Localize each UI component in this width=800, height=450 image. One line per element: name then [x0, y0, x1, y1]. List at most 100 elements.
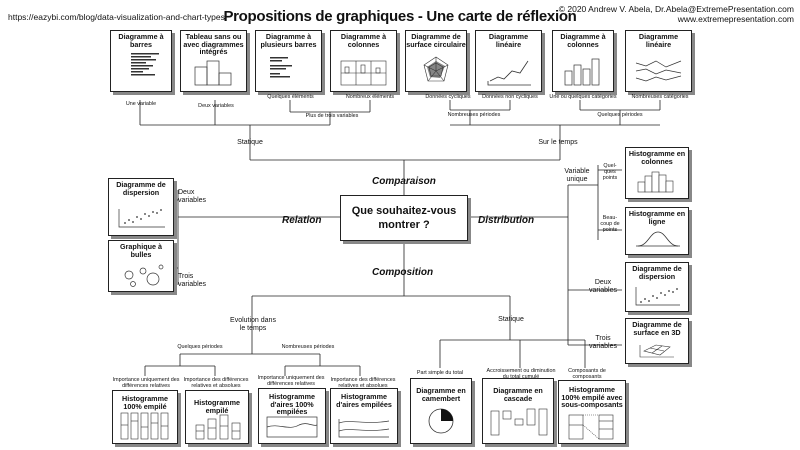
card-bubble-chart: Graphique à bulles: [108, 240, 174, 292]
label-one-few-categories: Une ou quelques catégories: [549, 94, 617, 100]
card-stacked-subcomponents: Histogramme 100% empilé avec sous-compos…: [558, 380, 626, 444]
card-title: Histogramme 100% empilé: [122, 394, 168, 411]
card-title: Diagramme de dispersion: [632, 264, 682, 281]
label-one-variable: Une variable: [125, 101, 157, 107]
card-title: Histogramme en colonnes: [628, 149, 686, 166]
card-title: Histogramme en ligne: [628, 209, 686, 226]
stacked-area-100-icon: [266, 416, 318, 438]
label-few-periods: Quelques périodes: [597, 112, 643, 118]
stacked-subcomponents-icon: [568, 414, 614, 440]
multi-line-icon: [635, 60, 682, 82]
scatter-icon: [635, 287, 680, 306]
card-100-stacked-column: Histogramme 100% empilé: [112, 390, 178, 444]
label-many-items: Nombreux éléments: [345, 94, 395, 100]
copyright-block: © 2020 Andrew V. Abela, Dr.Abela@Extreme…: [559, 4, 794, 24]
label-non-cyclic: Données non cycliques: [482, 94, 538, 100]
card-title: Diagramme à colonnes: [340, 32, 387, 49]
3d-surface-icon: [639, 344, 674, 358]
label-accumulation: Accroissement ou diminution du total cum…: [486, 368, 556, 380]
card-title: Tableau sans ou avec diagrammes intégrés: [183, 32, 244, 57]
category-distribution: Distribution: [478, 215, 535, 226]
card-title: Diagramme linéaire: [488, 32, 529, 49]
card-column-histogram: Histogramme en colonnes: [625, 147, 689, 199]
label-static: Statique: [237, 139, 263, 146]
card-title: Diagramme linéaire: [638, 32, 679, 49]
table-icon: [194, 60, 232, 86]
label-two-variables: Deux variables: [198, 103, 234, 109]
stacked-area-icon: [338, 419, 390, 438]
label-changing-over-time: Evolution dans le temps: [230, 317, 276, 332]
line-chart-icon: [487, 60, 531, 86]
waterfall-icon: [490, 408, 548, 436]
card-title: Histogramme empilé: [194, 398, 240, 415]
column-chart-icon: [564, 58, 600, 86]
column-chart-icon: [340, 60, 387, 86]
card-table-chart: Tableau sans ou avec diagrammes intégrés: [180, 30, 247, 92]
page-title: Propositions de graphiques - Une carte d…: [223, 8, 577, 25]
category-composition: Composition: [372, 267, 434, 278]
card-title: Histogramme 100% empilé avec sous-compos…: [561, 385, 623, 410]
label-comp-static: Statique: [498, 316, 524, 323]
label-share-of-total: Part simple du total: [416, 370, 464, 376]
card-column-chart: Diagramme à colonnes: [330, 30, 397, 92]
pie-chart-icon: [428, 408, 454, 434]
card-title: Histogramme d'aires empilées: [336, 392, 392, 409]
card-scatter-distribution: Diagramme de dispersion: [625, 262, 689, 312]
card-3d-area: Diagramme de surface en 3D: [625, 318, 689, 364]
category-comparaison: Comparaison: [372, 176, 436, 187]
label-many-categories: Nombreuses catégories: [631, 94, 689, 100]
bell-curve-icon: [636, 231, 680, 247]
card-title: Diagramme de dispersion: [116, 180, 166, 197]
card-line-histogram: Histogramme en ligne: [625, 207, 689, 255]
card-multi-bar: Diagramme à plusieurs barres: [255, 30, 322, 92]
card-multi-line-chart: Diagramme linéaire: [625, 30, 692, 92]
label-rel-only-2: Importance uniquement des différences re…: [257, 375, 325, 387]
card-title: Graphique à bulles: [120, 242, 162, 259]
card-title: Diagramme à barres: [118, 32, 164, 49]
label-comp-few-periods: Quelques périodes: [177, 344, 223, 350]
label-dist-two-vars: Deux variables: [588, 279, 617, 294]
bubble-icon: [124, 264, 164, 287]
card-title: Histogramme d'aires 100% empilées: [269, 392, 315, 417]
copyright-text: © 2020 Andrew V. Abela, Dr.Abela@Extreme…: [558, 4, 794, 14]
card-title: Diagramme en cascade: [493, 386, 543, 403]
source-url[interactable]: https://eazybi.com/blog/data-visualizati…: [8, 12, 225, 22]
label-rel-abs-1: Importance des différences relatives et …: [183, 377, 249, 389]
label-dist-three-vars: Trois variables: [588, 335, 617, 350]
card-title: Diagramme à colonnes: [560, 32, 606, 49]
category-relation: Relation: [282, 215, 322, 226]
card-bar-chart: Diagramme à barres: [110, 30, 172, 92]
stacked-column-icon: [195, 414, 241, 440]
card-stacked-area: Histogramme d'aires empilées: [330, 388, 398, 444]
label-many-points: Beau-coup de points: [600, 215, 620, 233]
label-components: Composants de composants: [568, 368, 606, 380]
label-rel-abs-2: Importance des différences relatives et …: [330, 377, 396, 389]
card-title: Diagramme de surface en 3D: [632, 320, 682, 337]
card-waterfall-chart: Diagramme en cascade: [482, 378, 554, 444]
label-more-three-vars: Plus de trois variables: [305, 113, 359, 119]
card-pie-chart: Diagramme en camembert: [410, 378, 472, 444]
card-100-stacked-area: Histogramme d'aires 100% empilées: [258, 388, 326, 444]
label-comp-many-periods: Nombreuses périodes: [281, 344, 335, 350]
center-question: Que souhaitez-vous montrer ?: [340, 195, 468, 241]
card-scatter-relation: Diagramme de dispersion: [108, 178, 174, 236]
label-rel-only-1: Importance uniquement des différences re…: [112, 377, 180, 389]
label-single-variable: Variable unique: [564, 168, 590, 183]
card-stacked-column: Histogramme empilé: [185, 390, 249, 444]
card-title: Diagramme en camembert: [416, 386, 466, 403]
radar-chart-icon: [423, 56, 449, 82]
card-line-chart: Diagramme linéaire: [475, 30, 542, 92]
card-title: Diagramme de surface circulaire: [406, 32, 466, 49]
card-radar-chart: Diagramme de surface circulaire: [405, 30, 467, 92]
card-title: Diagramme à plusieurs barres: [260, 32, 317, 49]
label-relation-three-vars: Trois variables: [178, 273, 207, 288]
bar-chart-icon: [131, 53, 159, 76]
multi-bar-icon: [270, 57, 292, 78]
scatter-icon: [118, 209, 165, 228]
website-text: www.extremepresentation.com: [677, 14, 794, 24]
histogram-icon: [637, 171, 674, 193]
label-relation-two-vars: Deux variables: [178, 189, 207, 204]
label-cyclic: Données cycliques: [425, 94, 471, 100]
